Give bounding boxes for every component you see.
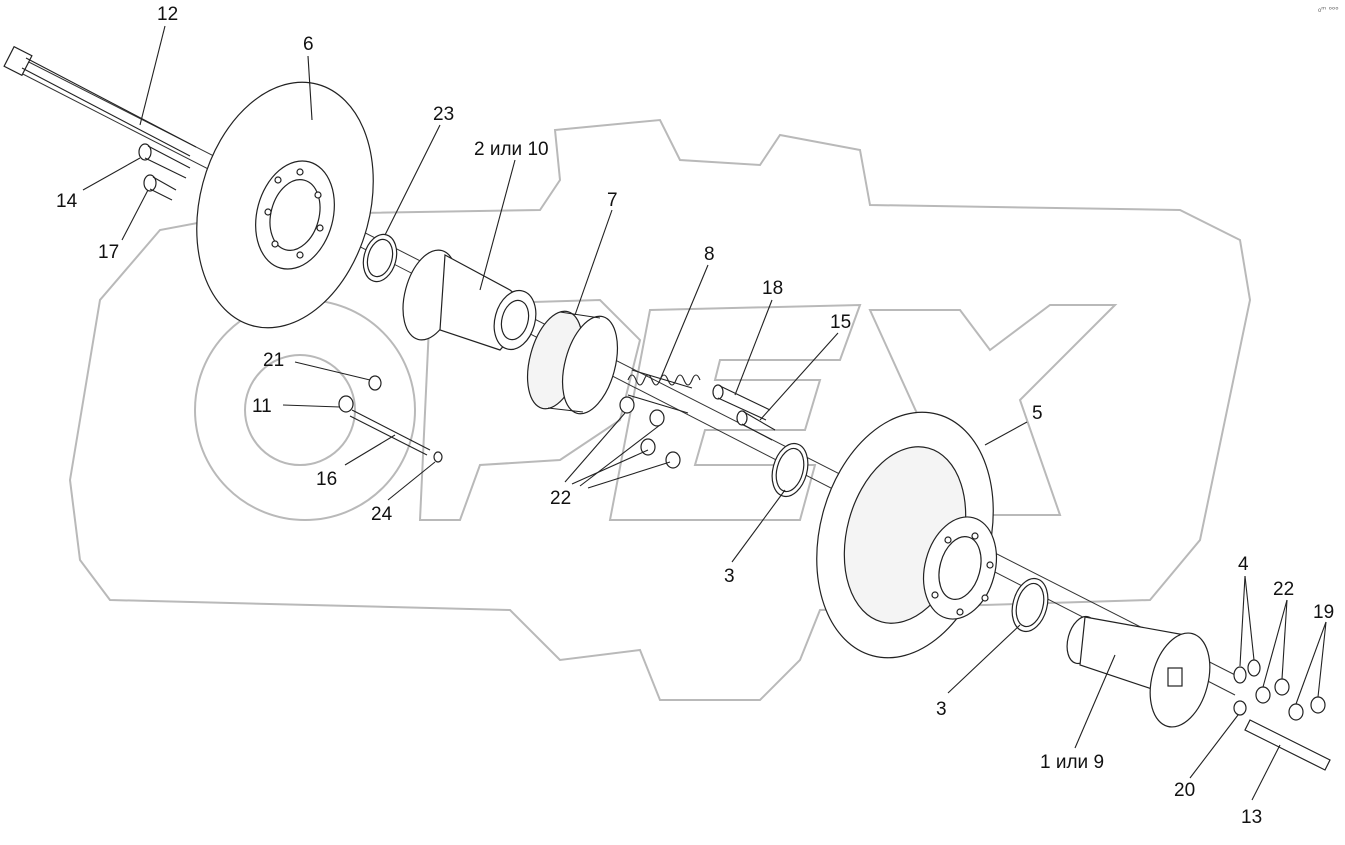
callout-7: 7 xyxy=(607,190,618,211)
callout-22-right: 22 xyxy=(1273,579,1294,600)
part-13-pin xyxy=(1244,719,1331,771)
part-3-ring-a xyxy=(771,442,809,498)
part-3-ring-b xyxy=(1011,577,1049,633)
part-16-rod xyxy=(349,409,431,456)
assembly-centerline xyxy=(14,54,1246,681)
callout-3-upper: 3 xyxy=(724,566,735,587)
callout-18: 18 xyxy=(762,278,783,299)
part-12-bolt xyxy=(3,45,197,157)
callout-2-or-10: 2 или 10 xyxy=(474,139,549,160)
part-20-fitting xyxy=(1233,700,1247,716)
part-14-bolt xyxy=(138,143,191,179)
part-17-bolt xyxy=(143,174,177,201)
callout-21: 21 xyxy=(263,350,284,371)
part-8-spring xyxy=(627,369,701,414)
callout-15: 15 xyxy=(830,312,851,333)
callout-6: 6 xyxy=(303,34,314,55)
part-1-or-9-shaft xyxy=(1066,615,1211,728)
callout-3-lower: 3 xyxy=(936,699,947,720)
corner-mark: ₀ᵐ ᵒᵒᵒ xyxy=(1318,5,1339,14)
callout-16: 16 xyxy=(316,469,337,490)
part-23-ring xyxy=(362,233,398,283)
part-7-cup xyxy=(527,310,618,415)
callout-17: 17 xyxy=(98,242,119,263)
callout-19: 19 xyxy=(1313,602,1334,623)
part-11-fitting xyxy=(338,395,354,413)
part-15-bolt xyxy=(736,410,776,441)
callout-20: 20 xyxy=(1174,780,1195,801)
callout-5: 5 xyxy=(1032,403,1043,424)
callout-1-or-9: 1 или 9 xyxy=(1040,752,1104,773)
part-18-bolt xyxy=(712,384,771,421)
part-4-washers xyxy=(1233,659,1261,684)
callout-22-left: 22 xyxy=(550,488,571,509)
part-19-nuts xyxy=(1288,696,1326,721)
callout-23: 23 xyxy=(433,104,454,125)
part-2-or-10-hub xyxy=(402,249,537,351)
callout-24: 24 xyxy=(371,504,393,525)
part-22-nuts-group-b xyxy=(1255,678,1290,704)
leader-lines xyxy=(82,25,1327,801)
part-21-nut xyxy=(368,375,382,391)
callout-12: 12 xyxy=(157,4,178,25)
callout-11: 11 xyxy=(252,396,272,417)
callout-14: 14 xyxy=(56,191,78,212)
callout-13: 13 xyxy=(1241,807,1262,828)
part-24-nut xyxy=(433,451,443,463)
callout-4: 4 xyxy=(1238,554,1249,575)
part-5-finned-disc xyxy=(816,411,997,659)
callout-8: 8 xyxy=(704,244,715,265)
part-6-disc xyxy=(196,81,374,329)
